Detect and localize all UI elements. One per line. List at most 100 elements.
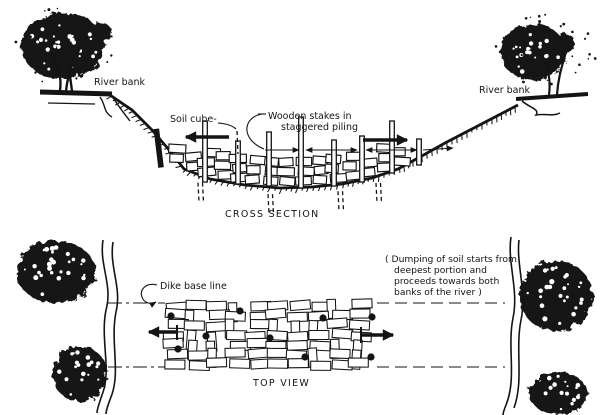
stake-dot [319, 314, 327, 322]
canopy-speck [512, 47, 515, 50]
canopy-scatter [524, 77, 527, 80]
soil-cube-top [286, 311, 308, 323]
canopy-scatter [29, 35, 32, 38]
veg-speck [44, 246, 50, 252]
veg-speck [66, 270, 71, 276]
canopy-scatter [550, 82, 553, 86]
canopy-scatter [106, 61, 109, 63]
vegetation-left-lower [53, 346, 107, 402]
soil-cube [278, 175, 296, 187]
vegetation-left-upper [16, 241, 96, 303]
canopy-scatter [78, 39, 80, 42]
soil-cube-leader [217, 122, 237, 130]
canopy-speck [44, 39, 48, 42]
wooden-stakes-label-line1: Wooden stakes in [268, 111, 352, 122]
canopy-scatter [529, 16, 532, 18]
hatch-mark [238, 184, 242, 188]
soil-cube-top [351, 298, 373, 309]
buried-dash [375, 182, 378, 203]
veg-speck [67, 260, 71, 264]
canopy-scatter [75, 29, 79, 32]
veg-speck [559, 390, 564, 395]
veg-speck [50, 271, 54, 275]
veg-speck [49, 257, 54, 262]
soil-cube [169, 153, 185, 164]
wooden-stake [359, 135, 365, 183]
wooden-stakes-label-line2: staggered piling [281, 122, 358, 133]
canopy-scatter [520, 53, 523, 57]
canopy-speck [544, 38, 549, 44]
canopy-scatter [562, 22, 566, 26]
vegetation-right-texture [526, 266, 584, 411]
hatch-mark [285, 187, 288, 192]
veg-speck [564, 380, 567, 383]
veg-speck [32, 264, 37, 269]
veg-speck [559, 407, 563, 411]
canopy-speck [43, 62, 46, 65]
veg-speck [552, 382, 557, 387]
veg-speck [575, 386, 578, 390]
canopy-scatter [517, 50, 519, 52]
soil-cube-top [205, 357, 228, 368]
stake-dot [202, 332, 210, 340]
veg-speck [81, 258, 86, 263]
soil-cube-top [224, 347, 246, 358]
soil-cube-leader-dashes [236, 130, 239, 155]
canopy-speck [528, 41, 534, 46]
veg-speck [571, 397, 577, 402]
veg-speck [579, 297, 584, 302]
tree-right-trunk [542, 51, 568, 96]
veg-speck [565, 295, 569, 299]
veg-speck [542, 316, 548, 322]
canopy-speck [527, 50, 532, 55]
hatch-mark [106, 95, 112, 100]
canopy-speck [515, 55, 519, 59]
veg-speck [70, 352, 74, 356]
hatch-mark [164, 147, 168, 150]
hatch-mark [312, 186, 315, 191]
veg-speck [554, 266, 558, 270]
hatch-mark [342, 183, 345, 189]
soil-cube-field [162, 298, 373, 372]
stake-dot [301, 353, 309, 361]
canopy-speck [534, 56, 537, 59]
veg-speck [574, 306, 578, 310]
right-bank-roots [521, 100, 561, 117]
hatch-mark [367, 178, 370, 183]
hatch-mark [347, 182, 350, 187]
soil-cube [278, 156, 294, 168]
vegetation-left [16, 241, 107, 402]
canopy-scatter [517, 42, 520, 45]
stake-solid [153, 128, 164, 168]
canopy-speck [52, 35, 56, 38]
canopy-scatter [494, 45, 498, 48]
hatch-mark [143, 126, 150, 131]
veg-speck [75, 350, 80, 355]
tree-left-scatter [14, 7, 113, 83]
stake-dot [174, 345, 182, 353]
canopy-scatter [55, 39, 58, 42]
veg-speck [65, 251, 70, 257]
hatch-mark [226, 182, 230, 187]
veg-speck [563, 275, 567, 279]
soil-cube-top [329, 348, 351, 360]
veg-speck [64, 377, 69, 382]
hatch-mark [244, 184, 248, 190]
stake-dot [368, 313, 376, 321]
veg-speck [558, 293, 563, 298]
hatch-mark [112, 98, 117, 102]
veg-speck [575, 382, 581, 388]
canopy-scatter [72, 30, 74, 33]
hatch-mark [182, 169, 187, 173]
soil-cube [244, 174, 261, 185]
stake-dot [167, 312, 175, 320]
soil-cube-top [347, 357, 369, 368]
canopy-scatter [536, 49, 540, 53]
note-line-2: deepest portion and [394, 265, 487, 276]
right-bank-ledge [515, 92, 589, 101]
river-bank-right-label: River bank [479, 85, 531, 96]
veg-speck [539, 295, 543, 299]
tree-right-canopy-tuft [552, 34, 576, 54]
canopy-scatter [571, 55, 574, 58]
veg-speck [23, 268, 26, 271]
